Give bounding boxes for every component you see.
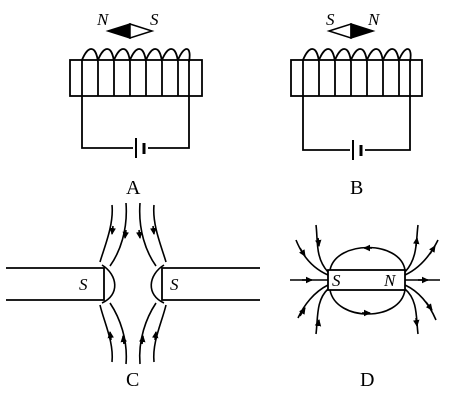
panel-c: S S C bbox=[6, 202, 260, 391]
needle-a-right-pole: S bbox=[150, 10, 159, 29]
needle-b-left-pole: S bbox=[326, 10, 335, 29]
needle-b-right-pole: N bbox=[367, 10, 381, 29]
circuit-wire-b bbox=[302, 96, 411, 151]
field-lines-c bbox=[99, 202, 167, 365]
compass-needle-a bbox=[105, 22, 155, 40]
field-arrows-c bbox=[107, 225, 159, 345]
bar-magnet-right-c bbox=[161, 267, 260, 301]
panel-a: N S A bbox=[69, 10, 203, 199]
magnet-c-left-pole: S bbox=[79, 275, 88, 294]
magnet-d-left-pole: S bbox=[332, 271, 341, 290]
coil-b bbox=[302, 48, 412, 96]
panel-c-caption: C bbox=[126, 369, 139, 391]
bar-magnet-left-c bbox=[6, 267, 105, 301]
magnet-c-right-pole: S bbox=[170, 275, 179, 294]
panel-d: S N bbox=[290, 224, 440, 391]
battery-b bbox=[352, 140, 363, 160]
iron-core-b bbox=[290, 59, 423, 97]
field-arrows-d bbox=[299, 237, 436, 327]
panel-b-caption: B bbox=[350, 177, 363, 199]
panel-d-caption: D bbox=[360, 369, 374, 391]
iron-core-a bbox=[69, 59, 203, 97]
panel-a-caption: A bbox=[126, 177, 141, 199]
compass-needle-b bbox=[326, 22, 376, 40]
circuit-wire-a bbox=[81, 96, 190, 149]
needle-a-left-pole: N bbox=[96, 10, 110, 29]
magnet-d-right-pole: N bbox=[383, 271, 397, 290]
panel-b: S N B bbox=[290, 10, 423, 199]
coil-a bbox=[81, 48, 191, 96]
battery-a bbox=[135, 138, 146, 158]
